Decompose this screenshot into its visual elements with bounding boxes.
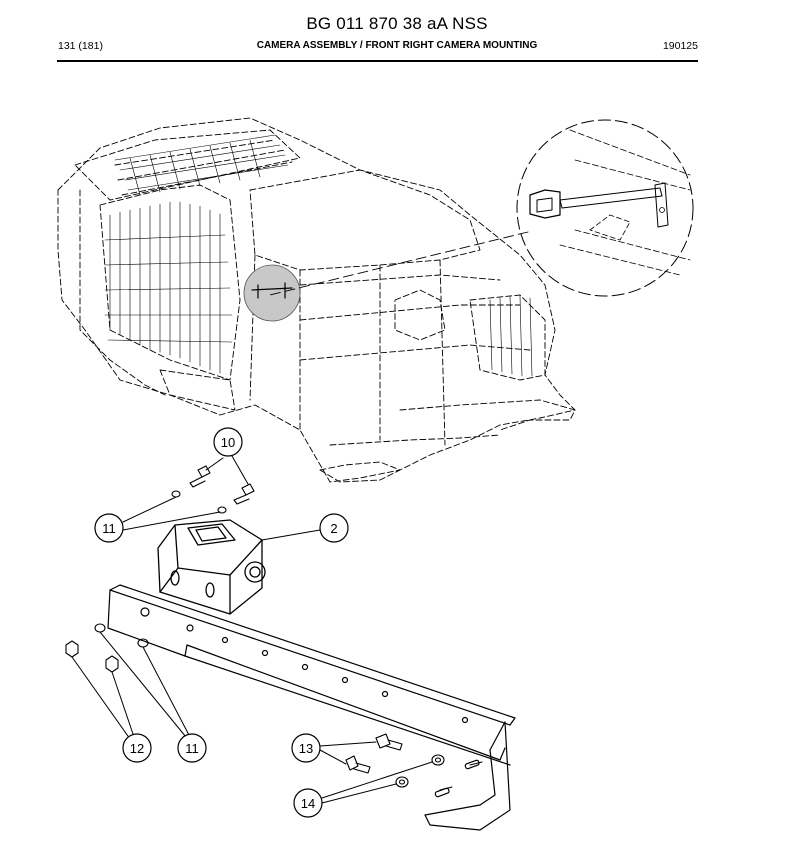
callout-2: 2	[319, 513, 349, 543]
callout-label: 11	[185, 741, 199, 756]
callout-label: 11	[102, 521, 116, 536]
callout-label: 10	[221, 435, 235, 450]
mounting-bracket	[107, 584, 516, 831]
callout-11-upper: 11	[94, 513, 124, 543]
callout-11-lower: 11	[177, 733, 207, 763]
callout-label: 13	[299, 741, 313, 756]
camera-location-marker	[243, 264, 301, 322]
callout-label: 14	[301, 796, 315, 811]
section-title: CAMERA ASSEMBLY / FRONT RIGHT CAMERA MOU…	[256, 40, 538, 51]
header-rule	[57, 60, 698, 62]
callout-label: 2	[330, 521, 337, 536]
document-code: 190125	[662, 40, 698, 52]
page-number: 131 (181)	[58, 40, 103, 52]
callout-13: 13	[291, 733, 321, 763]
machine-grille-side	[104, 201, 533, 377]
callout-14: 14	[293, 788, 323, 818]
leader-lines	[71, 455, 433, 804]
callout-label: 12	[130, 741, 144, 756]
callout-12: 12	[122, 733, 152, 763]
camera-unit	[157, 519, 266, 615]
callout-10: 10	[213, 427, 243, 457]
fasteners	[65, 465, 445, 788]
machine-outline	[57, 117, 576, 483]
document-title: BG 011 870 38 aA NSS	[306, 14, 488, 33]
detail-view	[269, 119, 694, 297]
machine-grille-top	[114, 134, 289, 196]
